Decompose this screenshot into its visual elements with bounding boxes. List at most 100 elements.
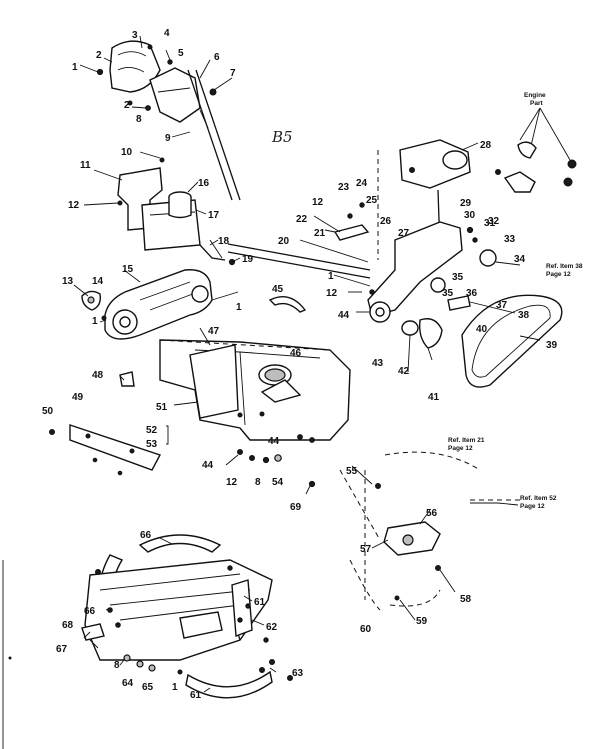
callout-label: 12 (326, 288, 338, 299)
callout-label: 34 (514, 254, 526, 265)
ref-item-52-page: Page 12 (520, 503, 545, 510)
callout-label: 5 (178, 48, 184, 59)
callout-label: 45 (272, 284, 284, 295)
engine-part-inset (495, 107, 577, 193)
callout-label: 13 (62, 276, 74, 287)
leader-lines (73, 35, 541, 693)
callout-label: 12 (312, 197, 324, 208)
callout-label: 36 (466, 288, 478, 299)
callout-label: 1 (72, 62, 78, 73)
callout-label: 18 (218, 236, 230, 247)
callout-label: 60 (360, 624, 372, 635)
callout-label: 43 (372, 358, 384, 369)
callout-label: 9 (165, 133, 171, 144)
callout-label: 49 (72, 392, 84, 403)
callout-label: 8 (136, 114, 142, 125)
callout-label: 20 (278, 236, 290, 247)
ref-item-38-page: Page 12 (546, 271, 571, 278)
callout-label: 23 (338, 182, 350, 193)
callout-label: 55 (346, 466, 358, 477)
callout-label: 11 (80, 160, 91, 171)
ref-item-21-page: Page 12 (448, 445, 473, 452)
chain-case-housing (81, 269, 239, 340)
callout-label: 2 (96, 50, 102, 61)
callout-label: 37 (496, 300, 508, 311)
callout-label: 53 (146, 439, 158, 450)
ref-item-52-note: Ref. Item 52 (520, 495, 557, 502)
upper-shroud-assembly (96, 40, 241, 201)
callout-label: 63 (292, 668, 304, 679)
callout-label: 8 (255, 477, 261, 488)
callout-label: 1 (92, 316, 98, 327)
callout-label: 57 (360, 544, 372, 555)
callout-label: 17 (208, 210, 220, 221)
callout-label: 26 (380, 216, 392, 227)
callout-label: 3 (132, 30, 138, 41)
callout-label: 44 (202, 460, 214, 471)
callout-label: 25 (366, 195, 378, 206)
ref-item-38-note: Ref. Item 38 (546, 263, 583, 270)
callout-label: 61 (190, 690, 202, 701)
callout-label: 8 (114, 660, 120, 671)
callout-label: 41 (428, 392, 440, 403)
callout-label: 39 (546, 340, 558, 351)
callout-label: 69 (290, 502, 302, 513)
callout-label: 68 (62, 620, 74, 631)
callout-label: 51 (156, 402, 168, 413)
callout-label: 66 (84, 606, 96, 617)
main-frame (49, 296, 351, 488)
handwritten-mark: B5 (271, 128, 293, 146)
callout-label: 40 (476, 324, 488, 335)
callout-label: 15 (122, 264, 134, 275)
callout-label: 33 (504, 234, 516, 245)
ref-item-21-note: Ref. Item 21 (448, 437, 485, 444)
callout-label: 1 (172, 682, 178, 693)
callout-label: 52 (146, 425, 158, 436)
callout-label: 28 (480, 140, 492, 151)
callout-label: 67 (56, 644, 68, 655)
callout-label: 58 (460, 594, 472, 605)
callout-label: 56 (426, 508, 438, 519)
callout-label: 50 (42, 406, 54, 417)
callout-label: 19 (242, 254, 254, 265)
callout-label: 14 (92, 276, 104, 287)
callout-label: 1 (328, 271, 334, 282)
callout-label: 35 (452, 272, 464, 283)
callout-label: 59 (416, 616, 428, 627)
callout-label: 65 (142, 682, 154, 693)
callout-label: 22 (296, 214, 308, 225)
callout-label: 6 (214, 52, 220, 63)
callout-label: 12 (226, 477, 238, 488)
callout-label: 27 (398, 228, 410, 239)
callout-label: 16 (198, 178, 210, 189)
callout-label: 32 (488, 216, 500, 227)
callout-label: 7 (230, 68, 236, 79)
callout-label: 42 (398, 366, 410, 377)
callout-label: 46 (290, 348, 302, 359)
callout-label: 54 (272, 477, 284, 488)
callout-label: 10 (121, 147, 133, 158)
auger-housing-lower (339, 451, 520, 611)
callout-label: 24 (356, 178, 368, 189)
drive-assembly (227, 139, 563, 388)
callout-label: 62 (266, 622, 278, 633)
callout-label: 35 (442, 288, 454, 299)
callout-label: 47 (208, 326, 220, 337)
callout-label: 2 (124, 100, 130, 111)
engine-part-note: Engine (524, 92, 546, 99)
callout-label: 44 (338, 310, 350, 321)
engine-part-note-2: Part (530, 100, 543, 107)
callout-label: 64 (122, 678, 134, 689)
callout-label: 66 (140, 530, 152, 541)
callout-label: 4 (164, 28, 170, 39)
callout-label: 1 (236, 302, 242, 313)
callout-bracket-52-53 (166, 425, 169, 445)
fuel-tank-bracket (117, 157, 236, 266)
auger-assembly (81, 534, 293, 699)
callout-label: 30 (464, 210, 476, 221)
callout-label: 29 (460, 198, 472, 209)
callout-label: 61 (254, 597, 266, 608)
page-speck (8, 656, 12, 660)
callout-label: 38 (518, 310, 530, 321)
